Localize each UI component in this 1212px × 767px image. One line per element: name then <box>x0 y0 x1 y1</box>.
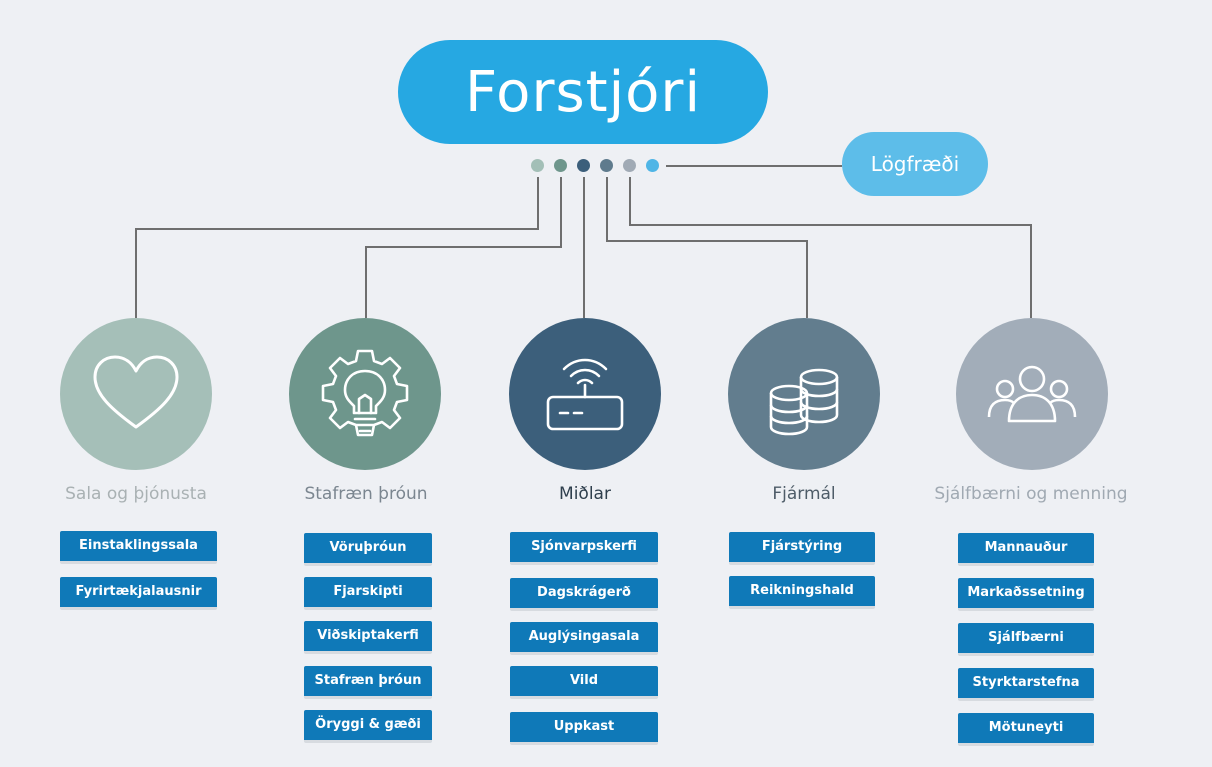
item-auglysingasala[interactable]: Auglýsingasala <box>510 622 658 655</box>
dept-title-fjarmal: Fjármál <box>772 484 836 504</box>
ceo-node: Forstjóri <box>398 40 768 144</box>
item-styrktarstefna[interactable]: Styrktarstefna <box>958 668 1094 701</box>
heart-icon <box>93 355 179 429</box>
legal-label: Lögfræði <box>870 152 960 176</box>
item-vild[interactable]: Vild <box>510 666 658 699</box>
dept-title-sala: Sala og þjónusta <box>65 484 207 504</box>
people-group-icon <box>987 365 1077 423</box>
connector-dot-6 <box>646 159 659 172</box>
item-stafraen-throun[interactable]: Stafræn þróun <box>304 666 432 699</box>
dept-title-stafraen: Stafræn þróun <box>304 484 428 504</box>
item-sjalfbaerni[interactable]: Sjálfbærni <box>958 623 1094 656</box>
item-fyrirtaekjalausnir[interactable]: Fyrirtækjalausnir <box>60 577 217 610</box>
dept-circle-sjalfbaerni <box>956 318 1108 470</box>
item-oryggi-gaedi[interactable]: Öryggi & gæði <box>304 710 432 743</box>
item-voruthroun[interactable]: Vöruþróun <box>304 533 432 566</box>
connector-dot-2 <box>554 159 567 172</box>
dept-title-sjalfbaerni: Sjálfbærni og menning <box>934 484 1128 504</box>
coins-stack-icon <box>769 368 839 436</box>
dept-circle-fjarmal <box>728 318 880 470</box>
item-einstaklingssala[interactable]: Einstaklingssala <box>60 531 217 564</box>
item-uppkast[interactable]: Uppkast <box>510 712 658 745</box>
item-mannaudur[interactable]: Mannauður <box>958 533 1094 566</box>
item-vidskiptakerfi[interactable]: Viðskiptakerfi <box>304 621 432 654</box>
connector-dot-1 <box>531 159 544 172</box>
item-dagskragerd[interactable]: Dagskrágerð <box>510 578 658 611</box>
legal-node: Lögfræði <box>842 132 988 196</box>
gear-lightbulb-icon <box>321 349 409 437</box>
dept-circle-sala <box>60 318 212 470</box>
connector-dot-5 <box>623 159 636 172</box>
connector-dot-3 <box>577 159 590 172</box>
item-fjarskipti[interactable]: Fjarskipti <box>304 577 432 610</box>
item-reikningshald[interactable]: Reikningshald <box>729 576 875 609</box>
connector-dot-4 <box>600 159 613 172</box>
dept-title-midlar: Miðlar <box>559 484 611 504</box>
ceo-label: Forstjóri <box>464 59 702 125</box>
dept-circle-stafraen <box>289 318 441 470</box>
dept-circle-midlar <box>509 318 661 470</box>
item-fjarstyring[interactable]: Fjárstýring <box>729 532 875 565</box>
router-icon <box>546 358 624 431</box>
item-motuneyti[interactable]: Mötuneyti <box>958 713 1094 746</box>
item-sjonvarpskerfi[interactable]: Sjónvarpskerfi <box>510 532 658 565</box>
item-markadssetning[interactable]: Markaðssetning <box>958 578 1094 611</box>
